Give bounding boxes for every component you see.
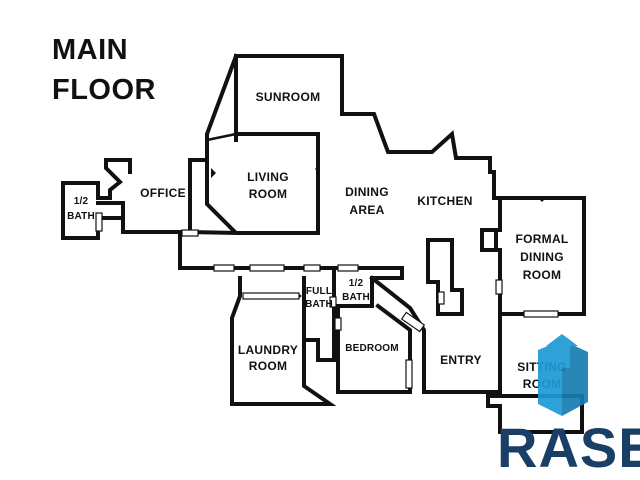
room-label-halfbath-mid-2: BATH [342, 292, 370, 303]
door-marker [211, 168, 216, 178]
window [181, 229, 199, 237]
window [334, 317, 342, 331]
room-label-halfbath-1: 1/2 [74, 196, 89, 207]
door-marker [538, 198, 546, 202]
room-label-laundry-2: ROOM [249, 359, 288, 373]
room-label-formal-3: ROOM [523, 268, 562, 282]
walls-lower [230, 266, 502, 406]
brand-logo-text: RASE [497, 416, 640, 479]
room-label-dining-1: DINING [345, 185, 389, 199]
window [329, 296, 337, 308]
room-label-bedroom: BEDROOM [345, 343, 399, 354]
door-marker [315, 164, 320, 174]
room-label-formal-1: FORMAL [515, 232, 568, 246]
window [337, 264, 359, 272]
room-label-halfbath-2: BATH [67, 211, 95, 222]
room-label-fullbath-2: BATH [305, 299, 333, 310]
room-label-laundry-1: LAUNDRY [238, 343, 298, 357]
window [242, 292, 300, 300]
title-line-1: MAIN [52, 34, 129, 66]
window [405, 359, 413, 389]
room-label-kitchen: KITCHEN [417, 194, 472, 208]
house-arrow-logo-icon [538, 334, 588, 416]
window [213, 264, 235, 272]
room-label-fullbath-1: FULL [306, 286, 332, 297]
window [400, 311, 426, 333]
window [303, 264, 321, 272]
window [495, 279, 503, 295]
title-line-2: FLOOR [52, 74, 156, 106]
room-label-halfbath-mid-1: 1/2 [349, 278, 364, 289]
room-label-office: OFFICE [140, 186, 186, 200]
room-label-living-1: LIVING [247, 170, 289, 184]
window [249, 264, 285, 272]
openings [95, 212, 559, 389]
window [95, 212, 103, 232]
room-label-entry: ENTRY [440, 353, 482, 367]
walls-office [61, 138, 239, 270]
room-label-living-2: ROOM [249, 187, 288, 201]
page-title: MAIN FLOOR [52, 30, 156, 110]
room-label-sunroom: SUNROOM [256, 90, 321, 104]
window [523, 310, 559, 318]
window [437, 291, 445, 305]
room-label-dining-2: AREA [349, 203, 384, 217]
room-label-formal-2: DINING [520, 250, 564, 264]
